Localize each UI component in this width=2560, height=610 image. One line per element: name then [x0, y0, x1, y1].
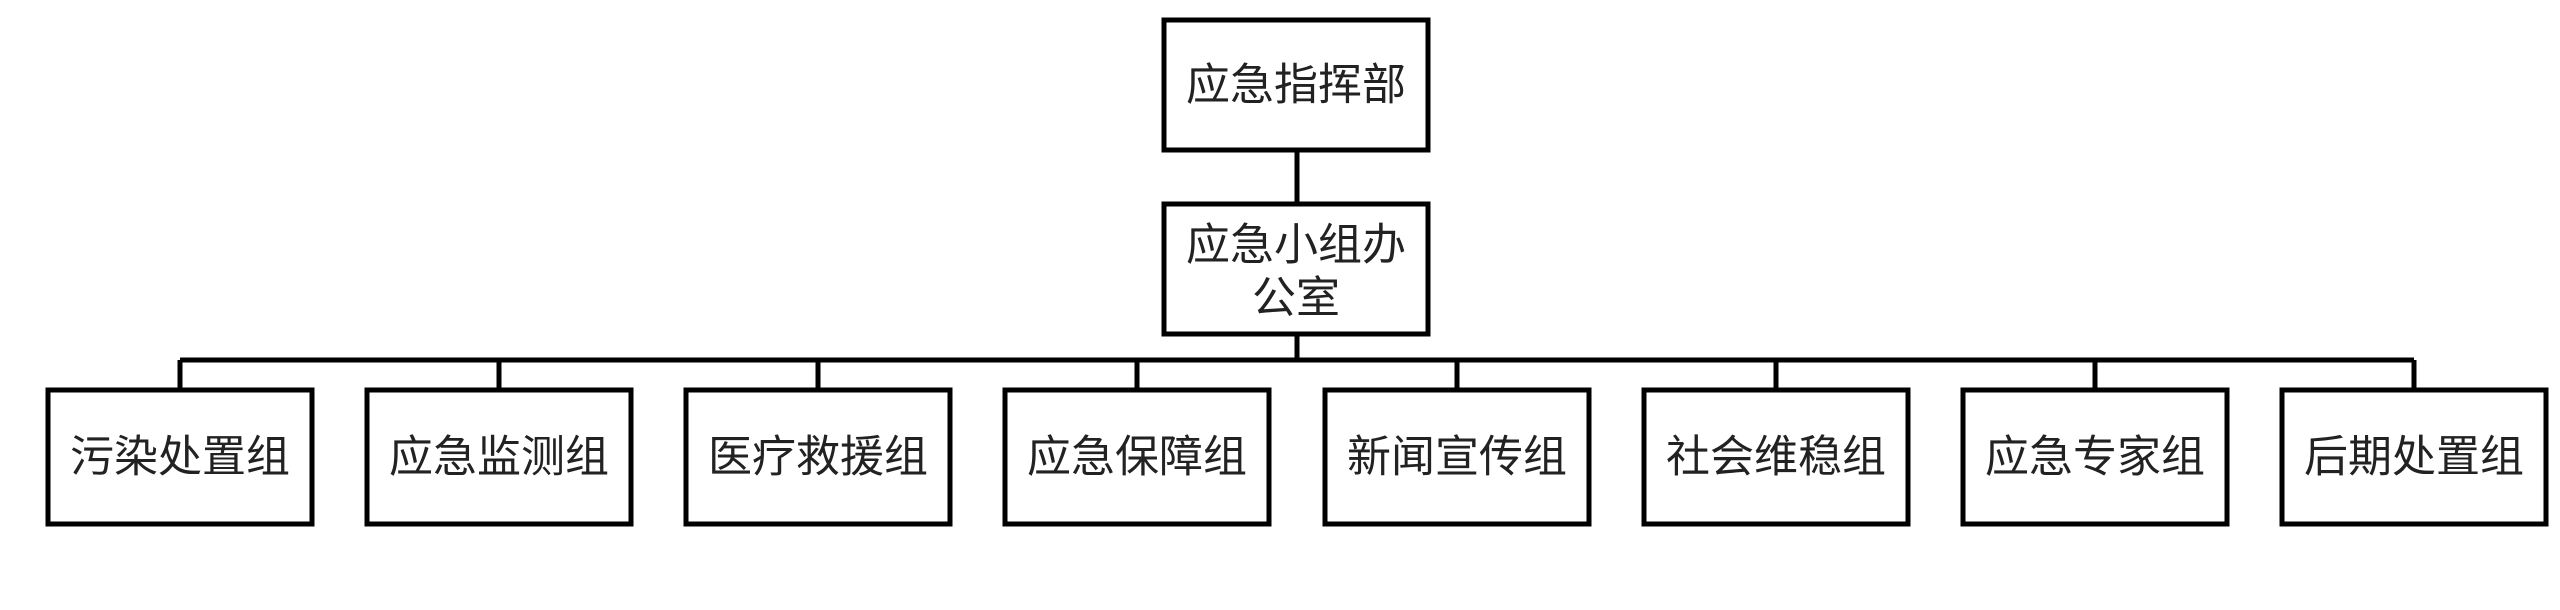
- group-node-box: [683, 387, 953, 527]
- group-node-box: [364, 387, 634, 527]
- office-node-label-line-2: 公室: [1252, 273, 1340, 324]
- group-node-8: 后期处置组: [2279, 387, 2549, 527]
- group-node-label: 新闻宣传组: [1347, 432, 1567, 483]
- root-node-box: [1161, 17, 1431, 153]
- group-node-label: 污染处置组: [70, 432, 290, 483]
- group-node-4: 应急保障组: [1002, 387, 1272, 527]
- group-node-box: [1002, 387, 1272, 527]
- group-node-2: 应急监测组: [364, 387, 634, 527]
- group-node-5: 新闻宣传组: [1322, 387, 1592, 527]
- group-node-3: 医疗救援组: [683, 387, 953, 527]
- office-node-label-line-1: 应急小组办: [1186, 220, 1406, 271]
- connectors: [177, 150, 2417, 390]
- group-node-label: 应急保障组: [1027, 432, 1247, 483]
- group-node-label: 社会维稳组: [1666, 432, 1886, 483]
- group-node-label: 应急专家组: [1985, 432, 2205, 483]
- office-node-box: [1161, 201, 1431, 337]
- group-node-label: 医疗救援组: [708, 432, 928, 483]
- group-node-box: [1641, 387, 1911, 527]
- office-node: 应急小组办 公室: [1161, 201, 1431, 337]
- group-node-box: [2279, 387, 2549, 527]
- group-node-box: [45, 387, 315, 527]
- group-node-box: [1322, 387, 1592, 527]
- root-node: 应急指挥部: [1161, 17, 1431, 153]
- root-node-label: 应急指挥部: [1186, 60, 1406, 111]
- group-node-7: 应急专家组: [1960, 387, 2230, 527]
- group-node-1: 污染处置组: [45, 387, 315, 527]
- group-node-box: [1960, 387, 2230, 527]
- group-node-label: 后期处置组: [2304, 432, 2524, 483]
- group-node-6: 社会维稳组: [1641, 387, 1911, 527]
- group-node-label: 应急监测组: [389, 432, 609, 483]
